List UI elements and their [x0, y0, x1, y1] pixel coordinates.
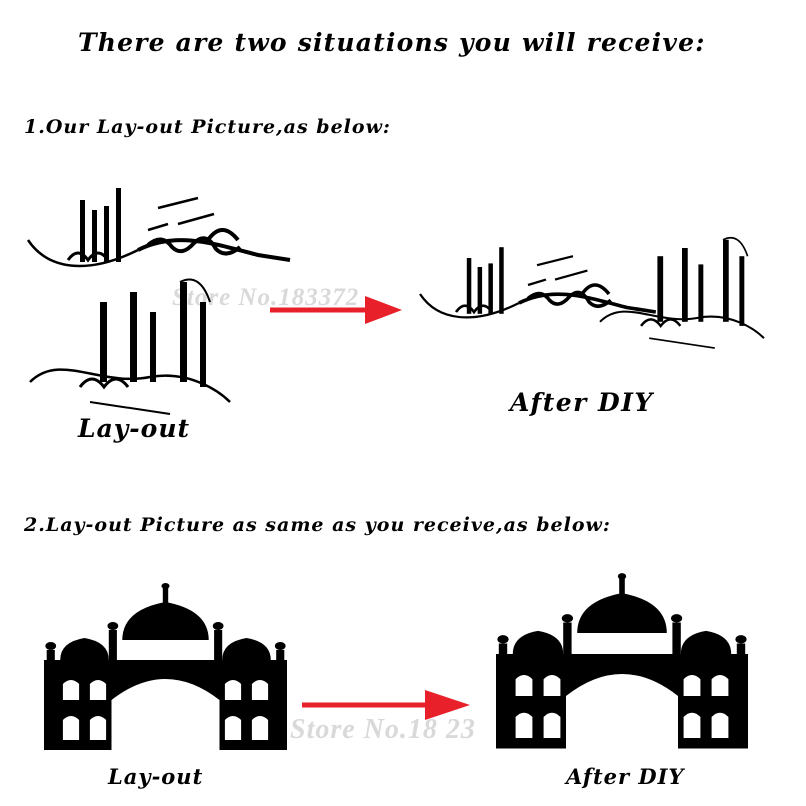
situation-1-layout-caption: Lay-out [78, 414, 191, 443]
right-arrow-icon [270, 296, 402, 324]
situation-2-after-caption: After DIY [566, 764, 685, 789]
situation-2-heading: 2.Lay-out Picture as same as you receive… [24, 514, 611, 536]
mosque-layout-decal [44, 583, 287, 750]
situation-1-after-caption: After DIY [510, 388, 654, 417]
page-title: There are two situations you will receiv… [78, 28, 706, 57]
right-arrow-icon [302, 690, 470, 720]
mosque-after-diy-decal [496, 573, 748, 749]
situation-1-heading: 1.Our Lay-out Picture,as below: [24, 116, 391, 138]
calligraphy-layout-decal [26, 186, 292, 416]
store-watermark-2: Store No.18 23 [290, 714, 476, 745]
situation-2-layout-caption: Lay-out [108, 764, 204, 789]
calligraphy-after-diy-decal [418, 236, 766, 350]
